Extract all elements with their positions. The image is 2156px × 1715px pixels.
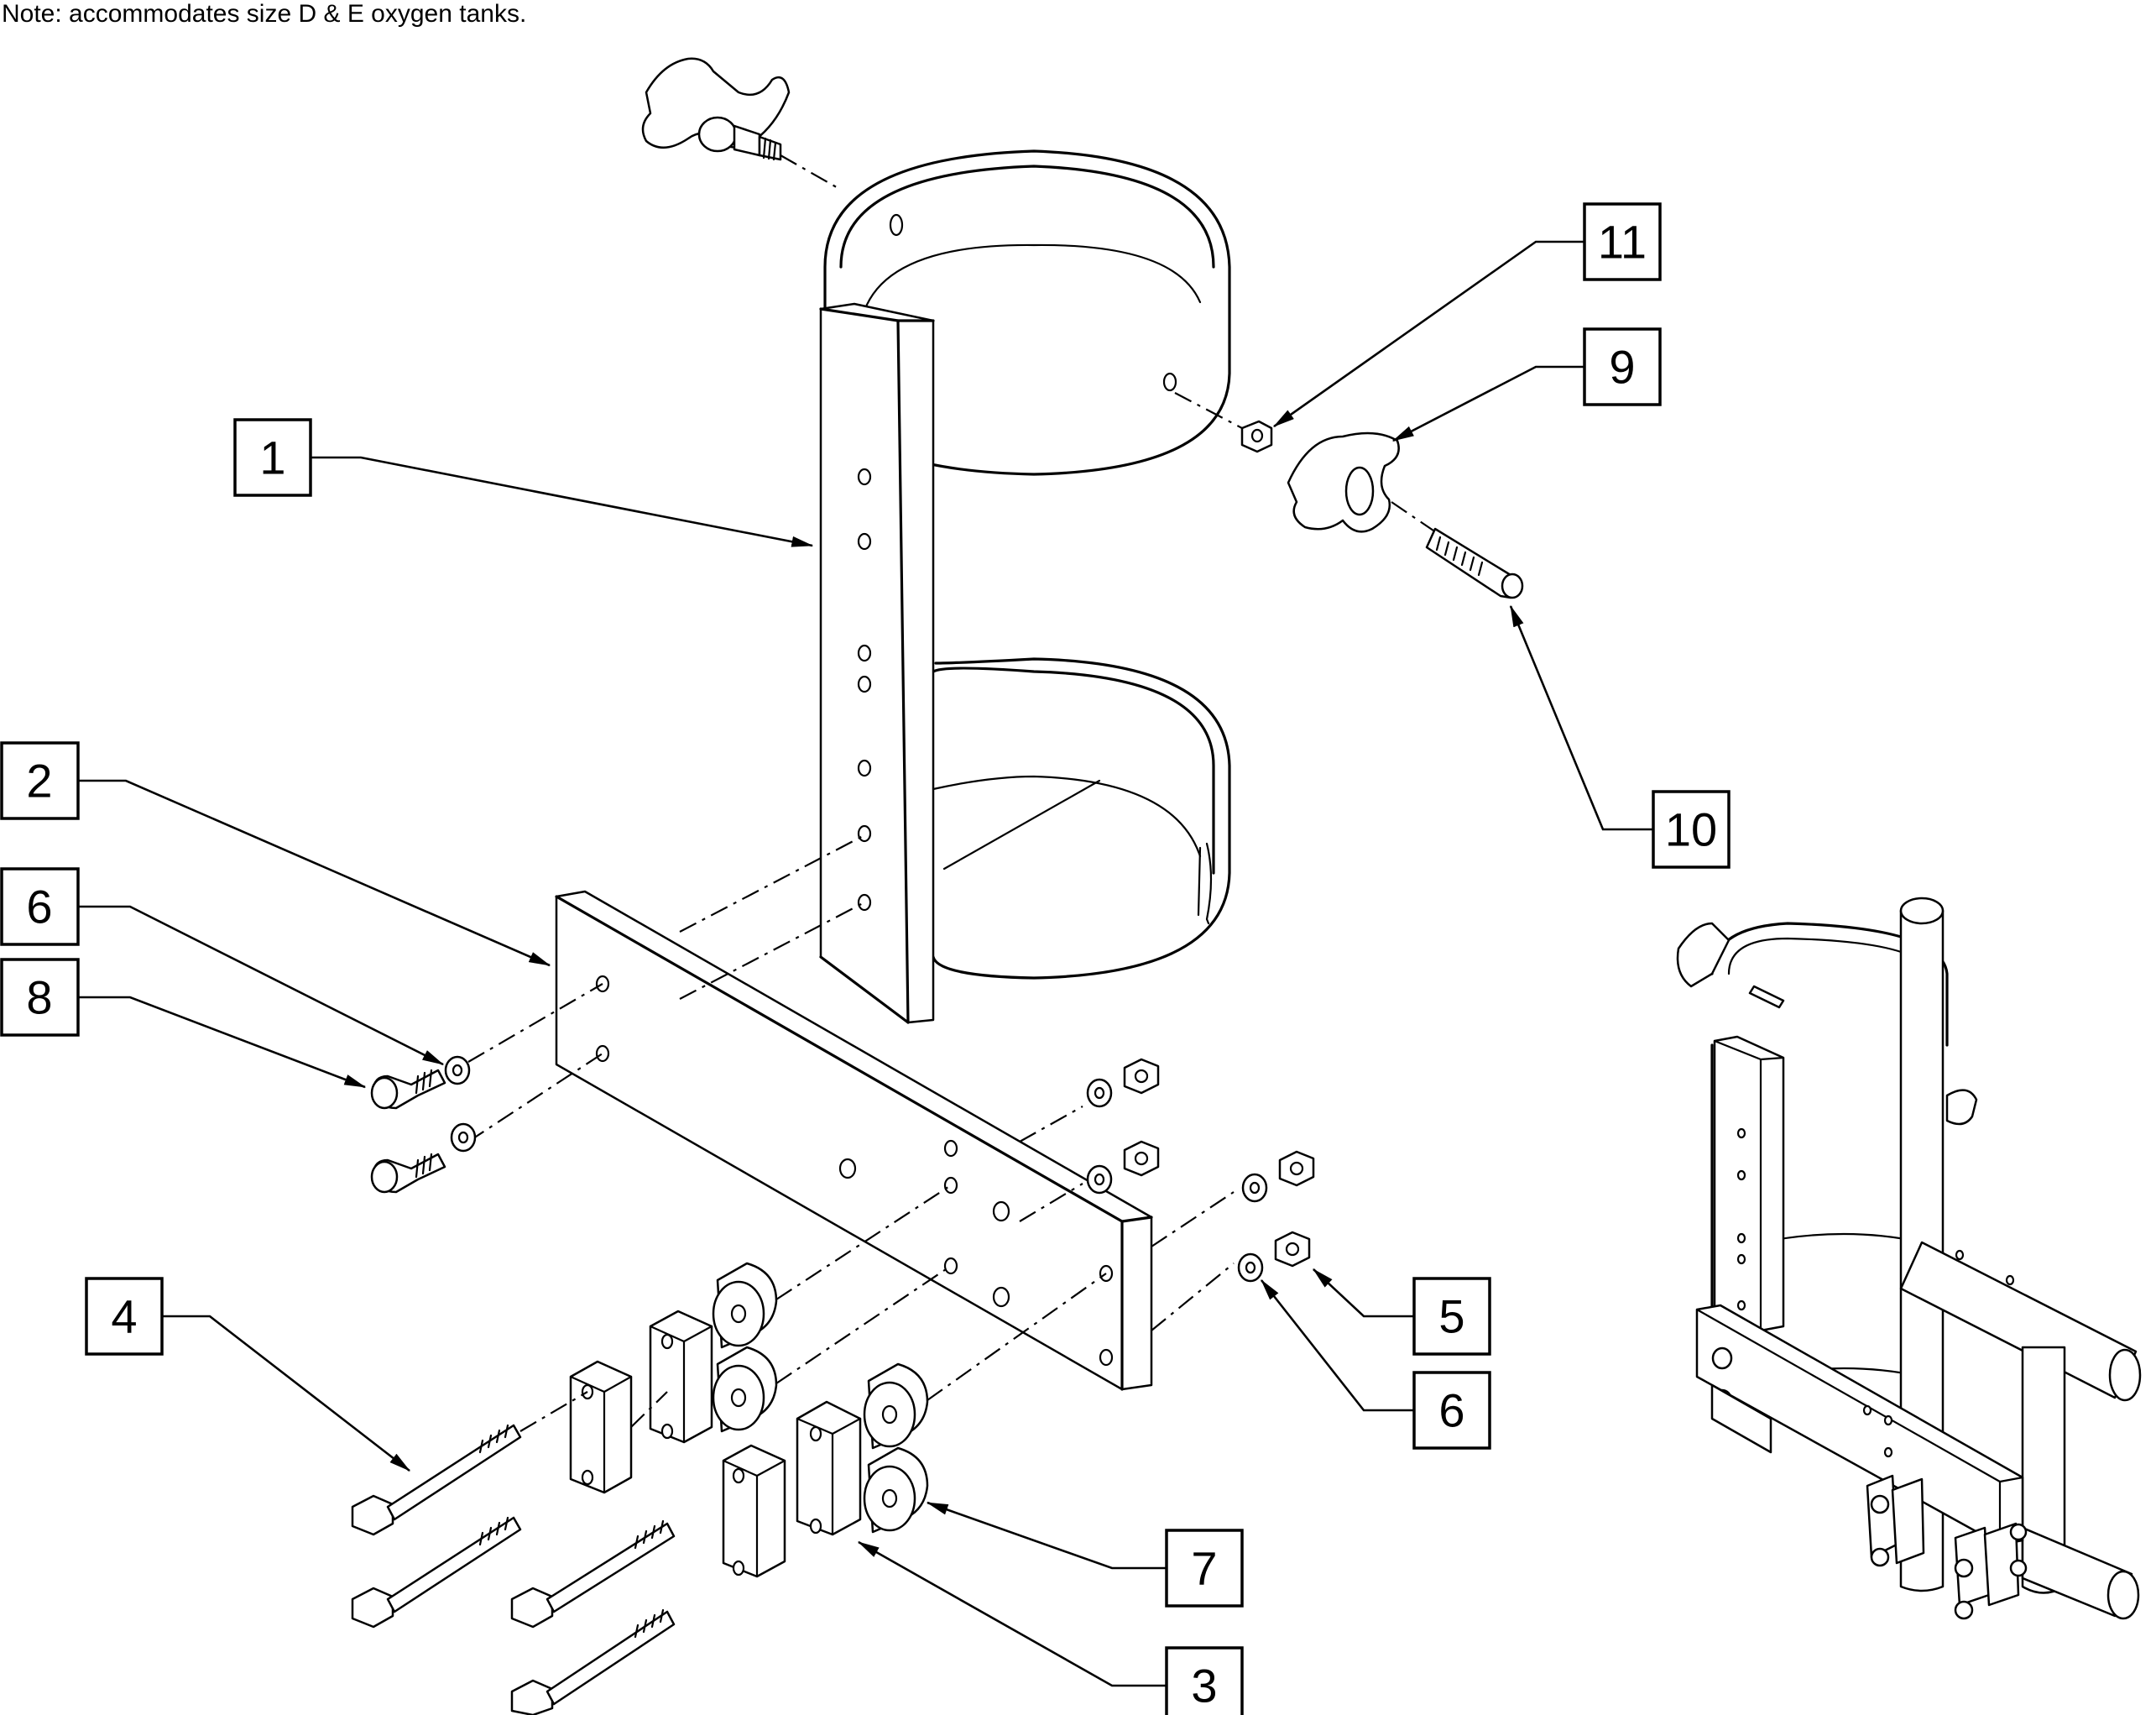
leader-line-2 (78, 779, 551, 967)
leader-line-11 (1272, 240, 1584, 428)
assembled-view-inset (1676, 897, 2142, 1620)
top-knob-part (641, 57, 791, 161)
svg-text:2: 2 (26, 755, 52, 808)
leader-line-4 (162, 1315, 411, 1472)
leader-line-7 (926, 1501, 1167, 1570)
leader-line-3 (857, 1540, 1167, 1687)
callout-8: 8 (0, 958, 80, 1037)
side-knob-part (1240, 420, 1524, 599)
mounting-plate-part (555, 890, 1153, 1391)
svg-text:4: 4 (111, 1290, 137, 1343)
left-bolts-part (370, 1055, 477, 1194)
leader-line-8 (78, 996, 367, 1089)
tank-holder-part (819, 149, 1231, 1024)
callout-10: 10 (1652, 790, 1731, 869)
svg-text:5: 5 (1438, 1290, 1464, 1343)
leader-line-10 (1509, 604, 1653, 831)
leader-line-6-left (78, 905, 445, 1066)
diagram-note: Note: accommodates size D & E oxygen tan… (2, 0, 527, 28)
callout-2: 2 (0, 741, 80, 820)
leader-line-9 (1391, 365, 1584, 442)
svg-text:3: 3 (1191, 1660, 1217, 1712)
leader-line-1 (311, 456, 814, 547)
hex-bolts-part (351, 1424, 676, 1715)
svg-text:7: 7 (1191, 1542, 1217, 1595)
leader-line-5 (1313, 1268, 1414, 1318)
svg-text:9: 9 (1609, 341, 1635, 394)
svg-text:6: 6 (1438, 1384, 1464, 1437)
leader-line-6-right (1260, 1278, 1414, 1412)
right-nuts-part (1086, 1058, 1315, 1283)
callout-5: 5 (1412, 1277, 1491, 1356)
clamps-part (569, 1310, 862, 1578)
callout-1: 1 (233, 418, 312, 497)
svg-text:11: 11 (1598, 216, 1647, 269)
callout-3: 3 (1165, 1646, 1244, 1715)
callout-11: 11 (1583, 202, 1662, 281)
svg-text:8: 8 (26, 971, 52, 1024)
callout-6-right: 6 (1412, 1371, 1491, 1450)
svg-text:1: 1 (259, 431, 285, 484)
svg-text:6: 6 (26, 881, 52, 933)
spacers-part (712, 1262, 929, 1534)
callout-4: 4 (85, 1277, 164, 1356)
callout-7: 7 (1165, 1529, 1244, 1608)
svg-text:10: 10 (1665, 803, 1717, 856)
callout-9: 9 (1583, 327, 1662, 406)
callout-6-left: 6 (0, 867, 80, 946)
